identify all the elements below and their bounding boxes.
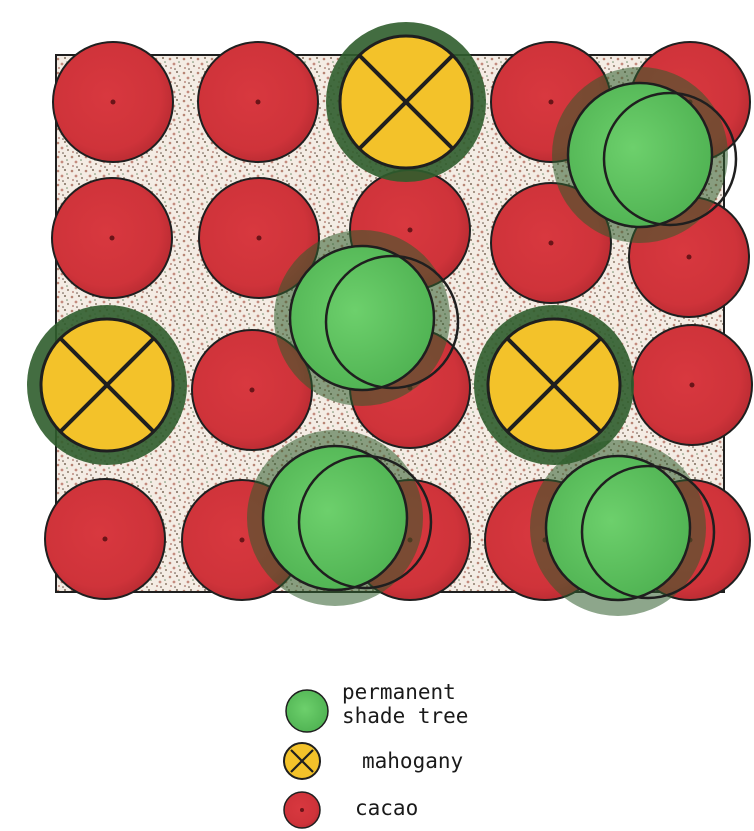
legend-cacao-icon: [284, 792, 320, 828]
mahogany-tree: [27, 305, 187, 465]
cacao-tree: [632, 325, 752, 445]
cacao-tree: [198, 42, 318, 162]
cacao-tree: [45, 479, 165, 599]
legend-shade-tree-label-line2: shade tree: [342, 704, 468, 728]
mahogany-tree: [326, 22, 486, 182]
legend-mahogany-label: mahogany: [362, 749, 463, 773]
legend-shade-tree-label-line1: permanent: [342, 680, 456, 704]
legend-shade-tree-icon: [286, 690, 328, 732]
legend-mahogany-icon: [284, 743, 320, 779]
cacao-tree: [53, 42, 173, 162]
legend: permanent shade tree mahogany cacao: [284, 680, 468, 828]
legend-cacao-label: cacao: [355, 796, 418, 820]
cacao-tree: [52, 178, 172, 298]
